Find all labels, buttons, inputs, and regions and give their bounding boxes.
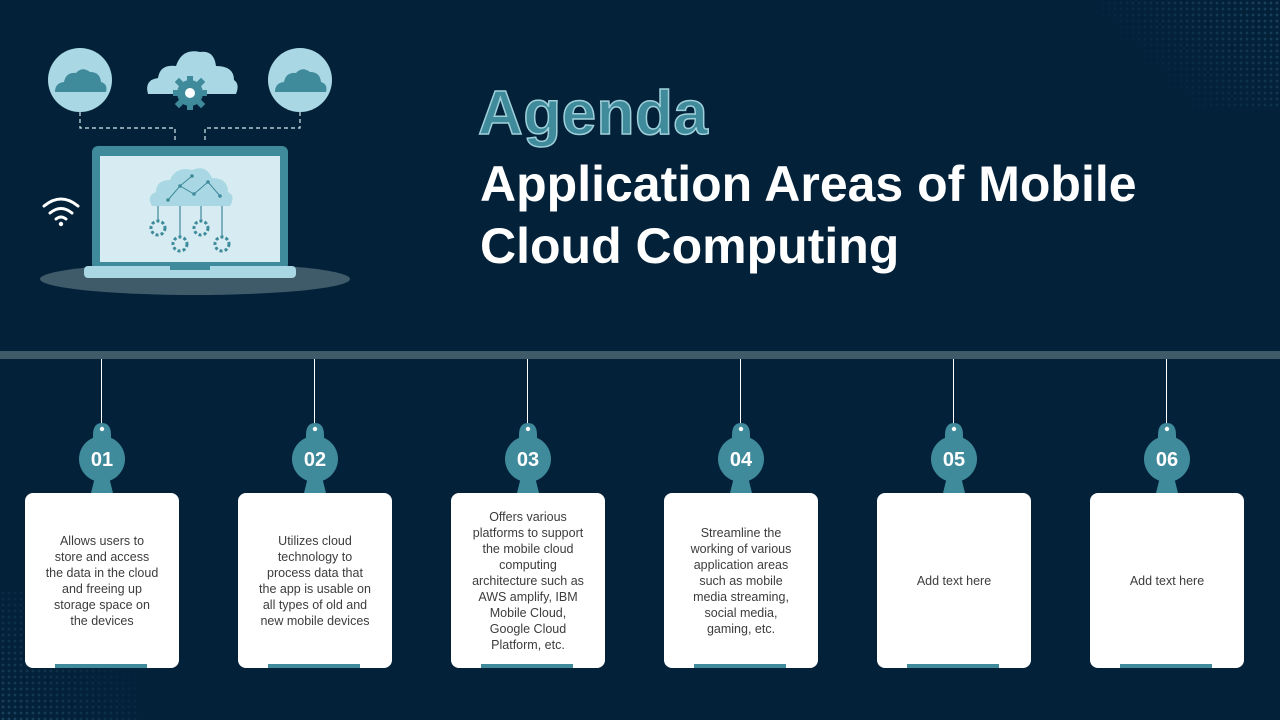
card-accent-bar	[694, 664, 786, 668]
cloud-icon	[48, 48, 112, 112]
item-description: Add text here	[916, 573, 992, 588]
item-number: 05	[942, 449, 966, 471]
item-number: 03	[516, 449, 540, 471]
number-tag	[292, 423, 338, 493]
card-accent-bar	[268, 664, 360, 668]
number-tag	[505, 423, 551, 493]
timeline-rail	[0, 351, 1280, 359]
agenda-item: 01 Allows users to store and access the …	[25, 359, 179, 669]
agenda-item: 02 Utilizes cloud technology to process …	[238, 359, 392, 669]
wifi-icon	[42, 197, 80, 227]
page-title: Application Areas of Mobile Cloud Comput…	[480, 156, 1137, 274]
item-description: Streamline the working of various applic…	[690, 525, 792, 636]
agenda-item: 04 Streamline the working of various app…	[664, 359, 818, 669]
item-description: Offers various platforms to support the …	[472, 509, 584, 652]
number-tag	[79, 423, 125, 493]
hanging-line	[314, 359, 315, 429]
agenda-item: 06 Add text here	[1090, 359, 1244, 669]
item-card: Streamline the working of various applic…	[664, 493, 818, 668]
item-card: Offers various platforms to support the …	[451, 493, 605, 668]
card-accent-bar	[907, 664, 999, 668]
number-tag	[718, 423, 764, 493]
item-description: Allows users to store and access the dat…	[45, 533, 159, 628]
cloud-computing-illustration	[40, 48, 350, 295]
card-accent-bar	[55, 664, 147, 668]
hanging-line	[101, 359, 102, 429]
item-card: Add text here	[877, 493, 1031, 668]
item-card: Add text here	[1090, 493, 1244, 668]
dashed-connector	[79, 112, 301, 140]
item-description: Utilizes cloud technology to process dat…	[259, 533, 371, 628]
laptop-icon	[84, 146, 296, 278]
item-number: 01	[90, 449, 114, 471]
item-description: Add text here	[1129, 573, 1205, 588]
number-tag	[931, 423, 977, 493]
number-tag	[1144, 423, 1190, 493]
item-number: 04	[729, 449, 753, 471]
card-accent-bar	[481, 664, 573, 668]
agenda-item: 03 Offers various platforms to support t…	[451, 359, 605, 669]
cloud-gear-icon	[147, 51, 238, 110]
hanging-line	[953, 359, 954, 429]
item-card: Utilizes cloud technology to process dat…	[238, 493, 392, 668]
card-accent-bar	[1120, 664, 1212, 668]
item-card: Allows users to store and access the dat…	[25, 493, 179, 668]
item-number: 02	[303, 449, 327, 471]
hanging-line	[740, 359, 741, 429]
cloud-icon	[268, 48, 332, 112]
item-number: 06	[1155, 449, 1179, 471]
hanging-line	[527, 359, 528, 429]
agenda-heading: Agenda	[477, 78, 709, 149]
hanging-line	[1166, 359, 1167, 429]
decorative-dot-pattern	[1100, 0, 1280, 110]
agenda-item: 05 Add text here	[877, 359, 1031, 669]
